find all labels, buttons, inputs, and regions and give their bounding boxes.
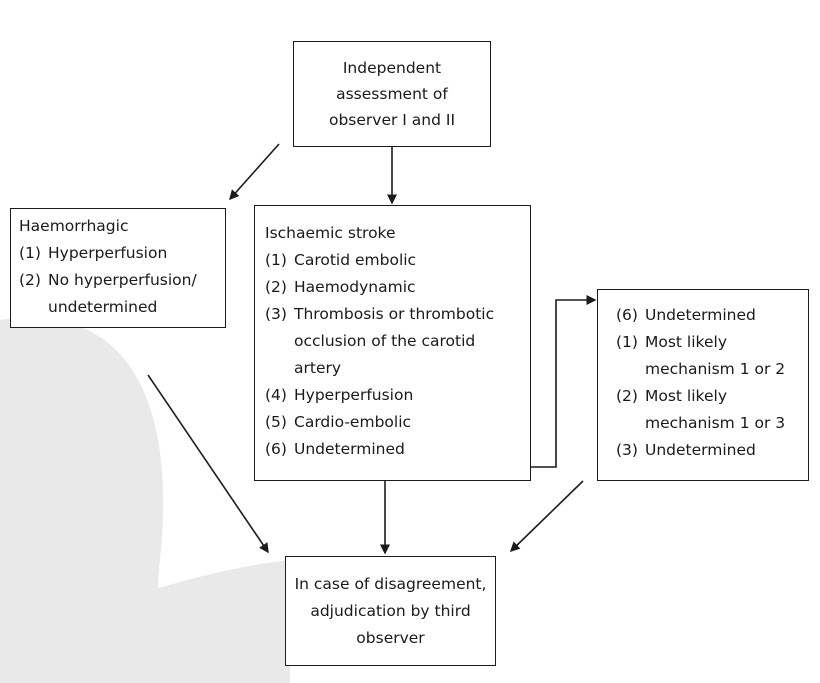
- adjudication-box: In case of disagreement, adjudication by…: [285, 556, 496, 666]
- item-label: Thrombosis or thrombotic occlusion of th…: [294, 305, 495, 377]
- item-number: (2): [265, 278, 287, 296]
- item-label: Most likely mechanism 1 or 3: [645, 387, 786, 432]
- list-item: (3) Undetermined: [616, 437, 808, 464]
- ischaemic-title: Ischaemic stroke: [265, 224, 396, 242]
- item-number: (6): [265, 440, 287, 458]
- item-label: Undetermined: [645, 306, 756, 324]
- item-number: (2): [616, 387, 638, 405]
- list-item: (1) Most likely mechanism 1 or 2: [616, 329, 808, 383]
- list-item: (1) Carotid embolic: [265, 247, 530, 274]
- list-item: (2) No hyperperfusion/ undetermined: [19, 267, 225, 321]
- list-item: (5) Cardio-embolic: [265, 409, 530, 436]
- item-number: (4): [265, 386, 287, 404]
- item-label: Hyperperfusion: [48, 244, 168, 262]
- item-number: (3): [265, 305, 287, 323]
- list-item: (2) Haemodynamic: [265, 274, 530, 301]
- item-number: (1): [616, 333, 638, 351]
- item-label: Hyperperfusion: [294, 386, 414, 404]
- item-label: Cardio-embolic: [294, 413, 412, 431]
- ischaemic-box: Ischaemic stroke (1) Carotid embolic (2)…: [254, 205, 531, 481]
- list-item: (1) Hyperperfusion: [19, 240, 225, 267]
- haemorrhagic-title: Haemorrhagic: [19, 217, 129, 235]
- haemorrhagic-box: Haemorrhagic (1) Hyperperfusion (2) No h…: [10, 208, 226, 328]
- list-item: (6) Undetermined: [616, 302, 808, 329]
- undetermined-box: (6) Undetermined (1) Most likely mechani…: [597, 289, 809, 481]
- item-label: Haemodynamic: [294, 278, 416, 296]
- haemorrhagic-list: (1) Hyperperfusion (2) No hyperperfusion…: [19, 240, 225, 321]
- item-number: (5): [265, 413, 287, 431]
- watermark-swoosh-shape: [0, 317, 230, 683]
- item-label: Undetermined: [294, 440, 405, 458]
- item-label: No hyperperfusion/ undetermined: [48, 271, 197, 316]
- assessment-box-text: Independent assessment of observer I and…: [328, 59, 456, 129]
- item-number: (1): [19, 244, 41, 262]
- watermark-band-shape: [0, 560, 290, 683]
- item-number: (1): [265, 251, 287, 269]
- ischaemic-list: (1) Carotid embolic (2) Haemodynamic (3)…: [265, 247, 530, 463]
- item-number: (3): [616, 441, 638, 459]
- list-item: (2) Most likely mechanism 1 or 3: [616, 383, 808, 437]
- undetermined-list: (6) Undetermined (1) Most likely mechani…: [616, 302, 808, 464]
- item-number: (2): [19, 271, 41, 289]
- list-item: (3) Thrombosis or thrombotic occlusion o…: [265, 301, 530, 382]
- assessment-box: Independent assessment of observer I and…: [293, 41, 491, 147]
- list-item: (4) Hyperperfusion: [265, 382, 530, 409]
- list-item: (6) Undetermined: [265, 436, 530, 463]
- item-number: (6): [616, 306, 638, 324]
- adjudication-box-text: In case of disagreement, adjudication by…: [294, 574, 487, 647]
- item-label: Undetermined: [645, 441, 756, 459]
- item-label: Carotid embolic: [294, 251, 417, 269]
- item-label: Most likely mechanism 1 or 2: [645, 333, 786, 378]
